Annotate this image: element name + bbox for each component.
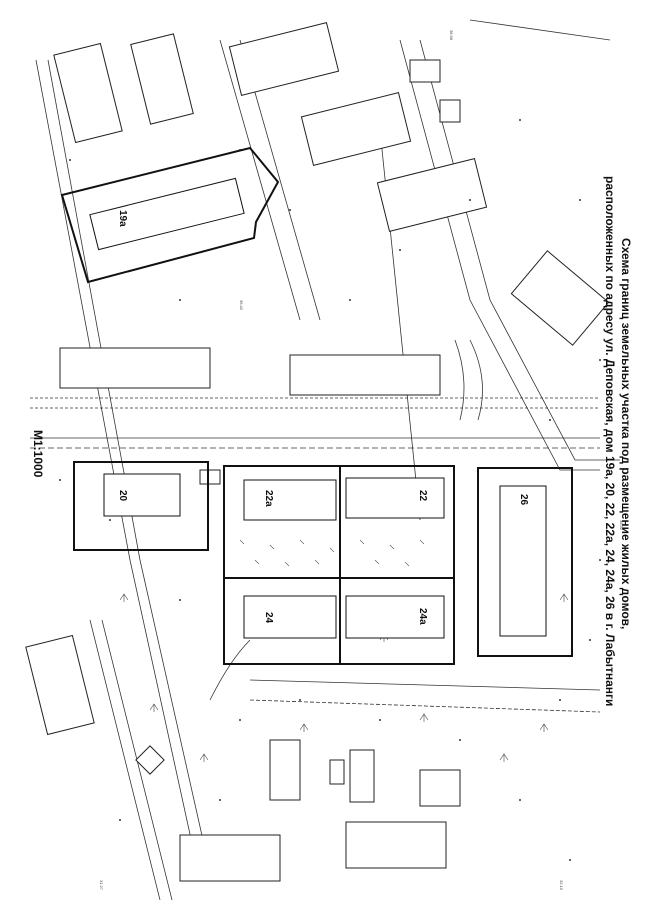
map-scale: М1:1000	[31, 430, 45, 478]
plot-26-boundary	[477, 467, 573, 657]
plot-labels: 19а 20 22а 22 24 24а 26	[117, 210, 529, 625]
plot-20-boundary	[73, 461, 209, 551]
plot-24a-boundary	[339, 577, 455, 665]
svg-text:38.92: 38.92	[619, 520, 624, 531]
plot-label-22: 22	[417, 490, 428, 502]
plot-label-24: 24	[263, 612, 274, 624]
plot-label-22a: 22а	[263, 490, 274, 507]
map-annotations: 38.98 36.42 32.10 31.27 38.92	[99, 30, 624, 891]
map-title: Схема границ земельных участка под разме…	[603, 176, 633, 706]
plot-label-26: 26	[518, 494, 529, 506]
svg-text:32.10: 32.10	[559, 880, 564, 891]
plot-buildings	[89, 177, 547, 639]
title-line-1: Схема границ земельных участка под разме…	[619, 238, 633, 629]
svg-text:31.27: 31.27	[99, 880, 104, 891]
svg-text:38.98: 38.98	[449, 30, 454, 41]
plot-boundaries	[60, 146, 573, 665]
svg-text:36.42: 36.42	[239, 300, 244, 311]
plot-label-24a: 24а	[417, 608, 428, 625]
plot-label-20: 20	[117, 490, 128, 502]
existing-buildings	[25, 22, 610, 882]
plot-label-19a: 19а	[117, 210, 128, 227]
yard-hatching	[239, 539, 425, 567]
title-line-2: расположенных по адресу ул. Деповская, д…	[603, 176, 617, 706]
plot-19a-boundary	[60, 146, 280, 284]
survey-marks	[59, 119, 601, 861]
vegetation-symbols	[119, 593, 569, 762]
